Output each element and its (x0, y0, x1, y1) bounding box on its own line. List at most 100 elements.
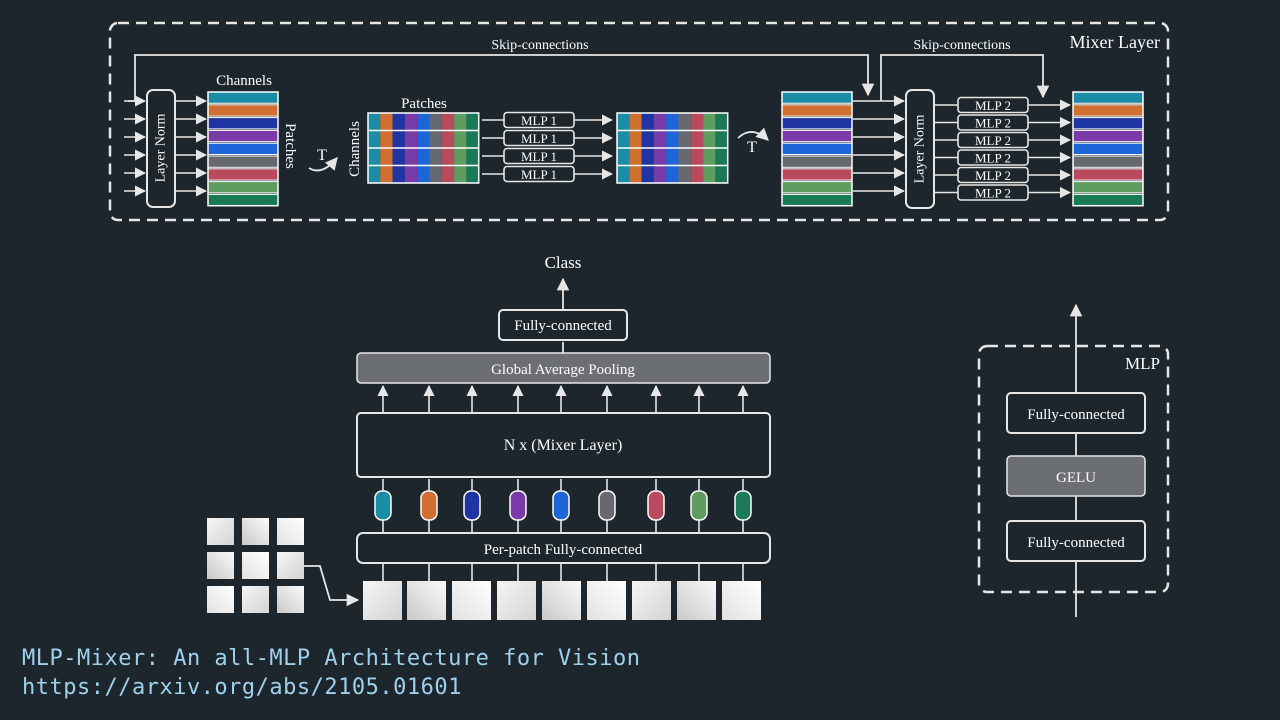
per-patch-fc-label: Per-patch Fully-connected (484, 542, 643, 558)
transpose-1-label: T (317, 147, 327, 164)
stack2-row-6 (781, 155, 853, 168)
mixer-output-arrows (377, 384, 749, 412)
main-architecture: Class Fully-connected Global Average Poo… (207, 253, 771, 620)
flattened-patch-9 (722, 581, 761, 620)
token-pill-6 (598, 490, 616, 521)
gelu-label: GELU (1056, 470, 1096, 486)
stack3-frame (1072, 91, 1144, 207)
gelu-box (1006, 455, 1146, 497)
stack3-row-8 (1072, 181, 1144, 194)
fully-connected-head-box (498, 309, 628, 341)
mixer-layer-title: Mixer Layer (1070, 32, 1160, 52)
stack2-row-9 (781, 193, 853, 207)
token-pill-3 (463, 490, 481, 521)
mlp2-label-4: MLP 2 (975, 151, 1011, 166)
transpose-1-arrow (308, 157, 338, 172)
layer-norm-2-label: Layer Norm (913, 114, 928, 183)
flattened-patch-7 (632, 581, 671, 620)
stack1-row-5 (207, 142, 279, 155)
input-image-grid (207, 518, 304, 613)
flattened-patch-4 (497, 581, 536, 620)
stack1-row-7 (207, 168, 279, 181)
stack3-row-4 (1072, 129, 1144, 143)
stack1-row-4 (207, 129, 279, 143)
class-label: Class (545, 253, 582, 272)
mixer-layer-stack-box (356, 412, 771, 478)
mlp-fc-bottom-label: Fully-connected (1027, 535, 1125, 551)
skip-connection-1-label: Skip-connections (491, 38, 588, 53)
stack2-row-2 (781, 104, 853, 117)
fully-connected-head-label: Fully-connected (514, 318, 612, 334)
flattened-patches (363, 564, 761, 620)
token-pill-4 (509, 490, 527, 521)
stack1-row-6 (207, 155, 279, 168)
image-grid-patch-5 (242, 552, 269, 579)
stack3-row-7 (1072, 168, 1144, 181)
patches-side-label: Patches (282, 123, 298, 169)
token-pill-5 (552, 490, 570, 521)
mlp2-label-1: MLP 2 (975, 98, 1011, 113)
flattened-patch-8 (677, 581, 716, 620)
transpose-2-arrow (737, 127, 769, 141)
layer-norm-1-input-arrows (124, 95, 147, 197)
token-pill-9 (734, 490, 752, 521)
mlp2-label-6: MLP 2 (975, 186, 1011, 201)
layer-norm-2-box (905, 89, 935, 209)
mixer-layer-panel: Mixer Layer Skip-connections Skip-connec… (108, 21, 1170, 222)
token-table-1 (207, 91, 279, 207)
stack3-row-9 (1072, 193, 1144, 207)
stack2-row-1 (781, 91, 853, 104)
token-table-2 (781, 91, 853, 207)
mlp-fc-bottom-box (1006, 520, 1146, 562)
token-table-3 (1072, 91, 1144, 207)
image-grid-patch-3 (277, 518, 304, 545)
table2-frame (616, 112, 729, 184)
stack2-row-5 (781, 142, 853, 155)
mlp-block-panel: MLP Fully-connected GELU Fully-connected (977, 303, 1170, 617)
token-pill-1 (374, 490, 392, 521)
token-pill-7 (647, 490, 665, 521)
mlp1-label-4: MLP 1 (521, 167, 557, 182)
stack2-row-4 (781, 129, 853, 143)
table1-frame (367, 112, 480, 184)
transpose-2-label: T (747, 139, 757, 156)
transposed-table-1 (367, 112, 480, 184)
mlp1-label-2: MLP 1 (521, 131, 557, 146)
global-average-pooling-label: Global Average Pooling (491, 362, 635, 378)
token-pill-8 (690, 490, 708, 521)
caption-title: MLP-Mixer: An all-MLP Architecture for V… (22, 646, 641, 671)
mlp2-label-3: MLP 2 (975, 133, 1011, 148)
skip-connection-2 (880, 54, 1050, 101)
mlp2-label-2: MLP 2 (975, 116, 1011, 131)
image-grid-patch-4 (207, 552, 234, 579)
channels-side-label: Channels (347, 121, 363, 177)
flattened-patch-5 (542, 581, 581, 620)
flattened-patch-3 (452, 581, 491, 620)
mlp-block-border (977, 344, 1170, 594)
mlp-fc-top-box (1006, 392, 1146, 434)
token-table-2-output-arrows (853, 95, 906, 197)
image-grid-patch-2 (242, 518, 269, 545)
layer-norm-1-output-arrows (176, 95, 208, 197)
layer-norm-1-box (146, 89, 176, 208)
per-patch-fc-box (356, 532, 771, 564)
patches-label: Patches (401, 96, 447, 112)
skip-connection-2-label: Skip-connections (913, 38, 1010, 53)
image-grid-patch-8 (242, 586, 269, 613)
stack1-row-8 (207, 181, 279, 194)
stack3-row-6 (1072, 155, 1144, 168)
image-grid-patch-7 (207, 586, 234, 613)
stack3-row-5 (1072, 142, 1144, 155)
caption-url: https://arxiv.org/abs/2105.01601 (22, 675, 462, 700)
stack2-row-7 (781, 168, 853, 181)
mixer-layer-border (108, 21, 1170, 222)
transposed-table-2 (616, 112, 729, 184)
image-grid-patch-9 (277, 586, 304, 613)
mlp1-label-3: MLP 1 (521, 149, 557, 164)
stack2-frame (781, 91, 853, 207)
mlp2-label-5: MLP 2 (975, 168, 1011, 183)
channels-label: Channels (216, 73, 272, 89)
stack2-row-8 (781, 181, 853, 194)
global-average-pooling-box (356, 352, 771, 384)
